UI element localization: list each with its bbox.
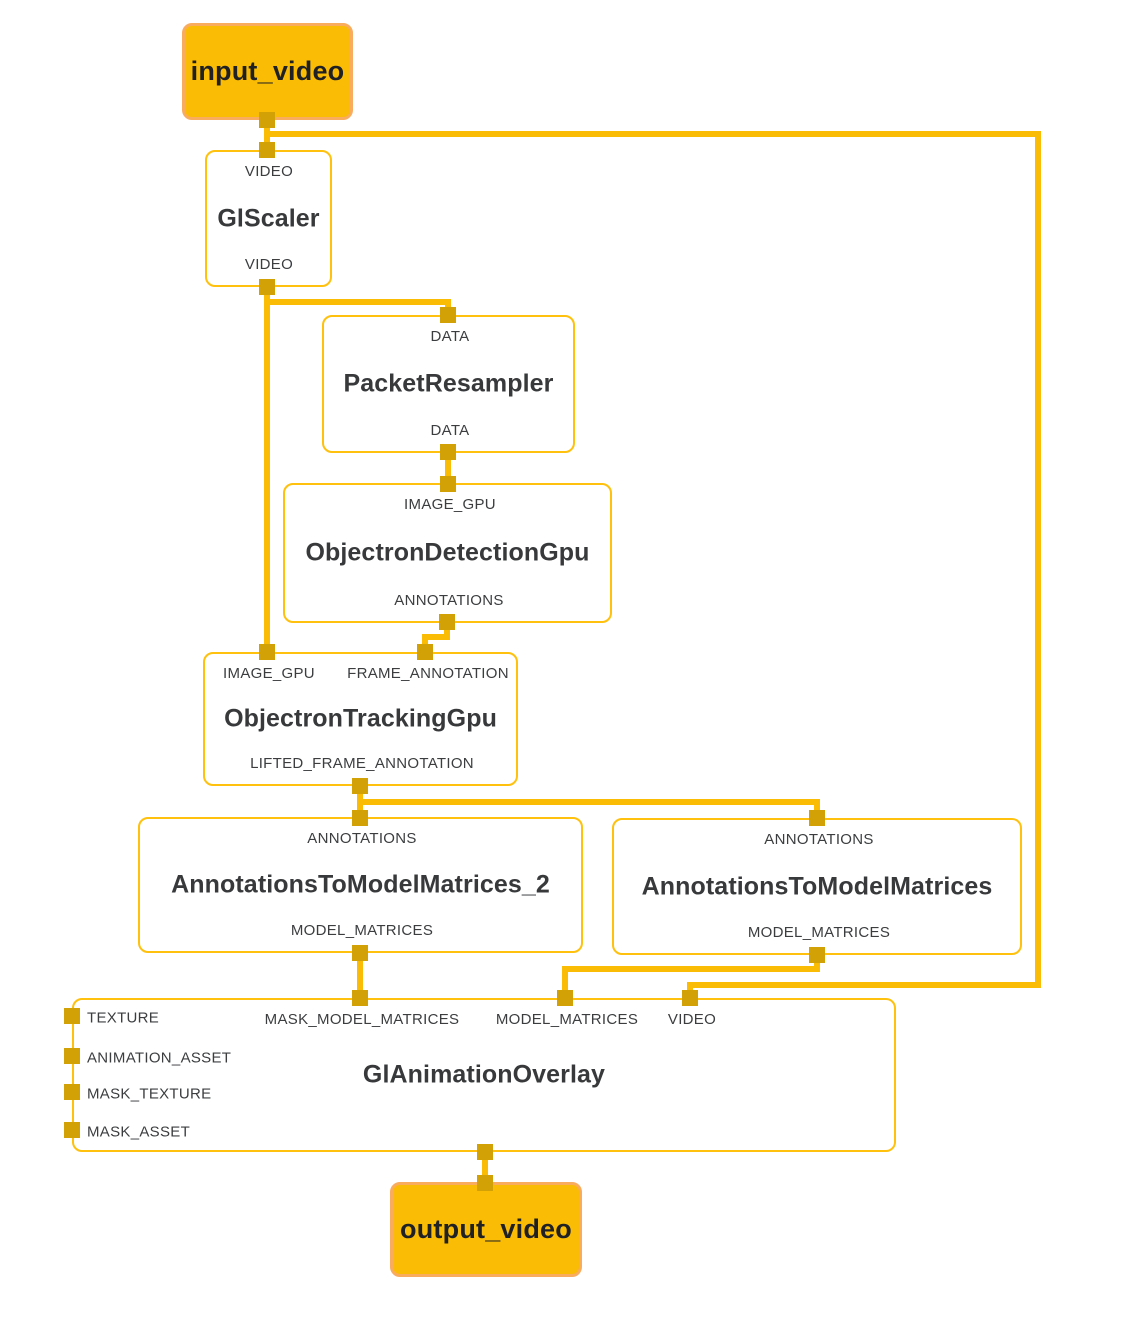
calculator-node-title: AnnotationsToModelMatrices_2	[171, 870, 550, 899]
side-port-label-texture: TEXTURE	[87, 1009, 160, 1027]
input-port-label-mask-model-matrices: MASK_MODEL_MATRICES	[264, 1011, 460, 1028]
input-port-label-data: DATA	[430, 328, 470, 345]
port-connector[interactable]	[64, 1008, 80, 1024]
calculator-node-title: ObjectronDetectionGpu	[305, 538, 590, 567]
output-port-label-data: DATA	[430, 422, 470, 439]
output-port-label-annotations: ANNOTATIONS	[394, 592, 504, 609]
port-connector[interactable]	[64, 1122, 80, 1138]
calculator-node-title: AnnotationsToModelMatrices	[641, 872, 993, 900]
calculator-node-title: GlScaler	[217, 204, 320, 232]
port-connector[interactable]	[439, 614, 455, 630]
port-connector[interactable]	[259, 112, 275, 128]
calculator-node-title: GlAnimationOverlay	[362, 1060, 606, 1089]
port-connector[interactable]	[352, 778, 368, 794]
node-glanimationoverlay[interactable]: GlAnimationOverlay MASK_MODEL_MATRICES MOD…	[72, 998, 896, 1152]
output-port-label-video: VIDEO	[244, 256, 294, 273]
output-port-label-model-matrices: MODEL_MATRICES	[747, 924, 891, 941]
port-connector[interactable]	[417, 644, 433, 660]
stream-node-title: output_video	[400, 1214, 572, 1244]
port-connector[interactable]	[352, 810, 368, 826]
port-connector[interactable]	[352, 990, 368, 1006]
stream-node-title: input_video	[190, 56, 345, 86]
node-objectrontrackinggpu[interactable]: ObjectronTrackingGpu IMAGE_GPU FRAME_ANNOT…	[203, 652, 518, 786]
port-connector[interactable]	[259, 279, 275, 295]
port-connector[interactable]	[440, 307, 456, 323]
node-objectrondetectiongpu[interactable]: ObjectronDetectionGpu IMAGE_GPU ANNOTATION…	[283, 483, 612, 623]
input-port-label-image-gpu: IMAGE_GPU	[404, 496, 496, 513]
port-connector[interactable]	[352, 945, 368, 961]
input-port-label-model-matrices: MODEL_MATRICES	[495, 1011, 639, 1028]
port-connector[interactable]	[64, 1048, 80, 1064]
node-annotationstomodelmatrices-2[interactable]: AnnotationsToModelMatrices_2 ANNOTATIONS M…	[138, 817, 583, 953]
side-port-label-mask-asset: MASK_ASSET	[87, 1123, 191, 1141]
input-port-label-image-gpu: IMAGE_GPU	[223, 665, 315, 682]
side-port-label-animation-asset: ANIMATION_ASSET	[87, 1049, 232, 1067]
input-port-label-annotations: ANNOTATIONS	[764, 831, 874, 848]
port-connector[interactable]	[557, 990, 573, 1006]
calculator-node-title: ObjectronTrackingGpu	[224, 704, 497, 733]
port-connector[interactable]	[477, 1144, 493, 1160]
side-port-label-mask-texture: MASK_TEXTURE	[87, 1085, 212, 1103]
output-port-label-model-matrices: MODEL_MATRICES	[290, 922, 434, 939]
node-annotationstomodelmatrices[interactable]: AnnotationsToModelMatrices ANNOTATIONS MOD…	[612, 818, 1022, 955]
port-connector[interactable]	[64, 1084, 80, 1100]
port-connector[interactable]	[440, 476, 456, 492]
input-port-label-video: VIDEO	[244, 163, 294, 180]
node-output-video[interactable]: output_video	[390, 1182, 582, 1277]
input-port-label-video: VIDEO	[667, 1011, 717, 1028]
output-port-label-lifted-frame-annotation: LIFTED_FRAME_ANNOTATION	[250, 755, 474, 772]
port-connector[interactable]	[477, 1175, 493, 1191]
input-port-label-frame-annotation: FRAME_ANNOTATION	[347, 665, 509, 682]
port-connector[interactable]	[682, 990, 698, 1006]
port-connector[interactable]	[259, 142, 275, 158]
calculator-node-title: PacketResampler	[343, 369, 554, 398]
port-connector[interactable]	[809, 947, 825, 963]
port-connector[interactable]	[440, 444, 456, 460]
port-connector[interactable]	[259, 644, 275, 660]
node-input-video[interactable]: input_video	[182, 23, 353, 120]
input-port-label-annotations: ANNOTATIONS	[307, 830, 417, 847]
port-connector[interactable]	[809, 810, 825, 826]
